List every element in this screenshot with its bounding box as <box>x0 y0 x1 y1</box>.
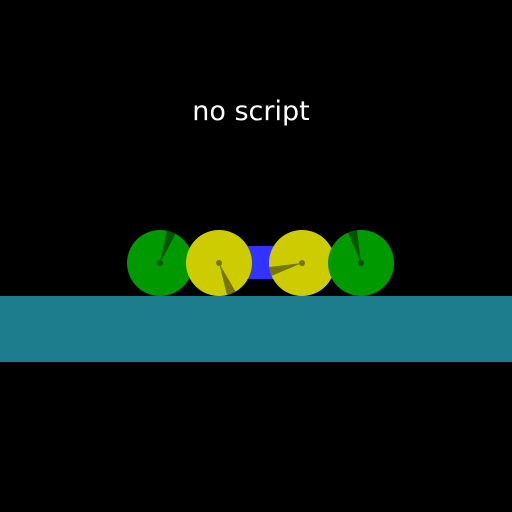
vehicle <box>127 230 394 296</box>
wheel-hub <box>299 260 305 266</box>
outer-right-wheel <box>328 230 394 296</box>
wheel-marker <box>269 263 302 276</box>
inner-left-wheel <box>186 230 252 296</box>
wheel-marker <box>348 230 361 263</box>
wheel-hub <box>358 260 364 266</box>
wheel-marker <box>219 263 236 296</box>
wheel-marker <box>160 230 176 263</box>
wheel-hub <box>216 260 222 266</box>
wheel-hub <box>157 260 163 266</box>
status-text: no script <box>192 96 309 127</box>
inner-right-wheel <box>269 230 335 296</box>
ground-platform <box>0 296 512 362</box>
outer-left-wheel <box>127 230 193 296</box>
